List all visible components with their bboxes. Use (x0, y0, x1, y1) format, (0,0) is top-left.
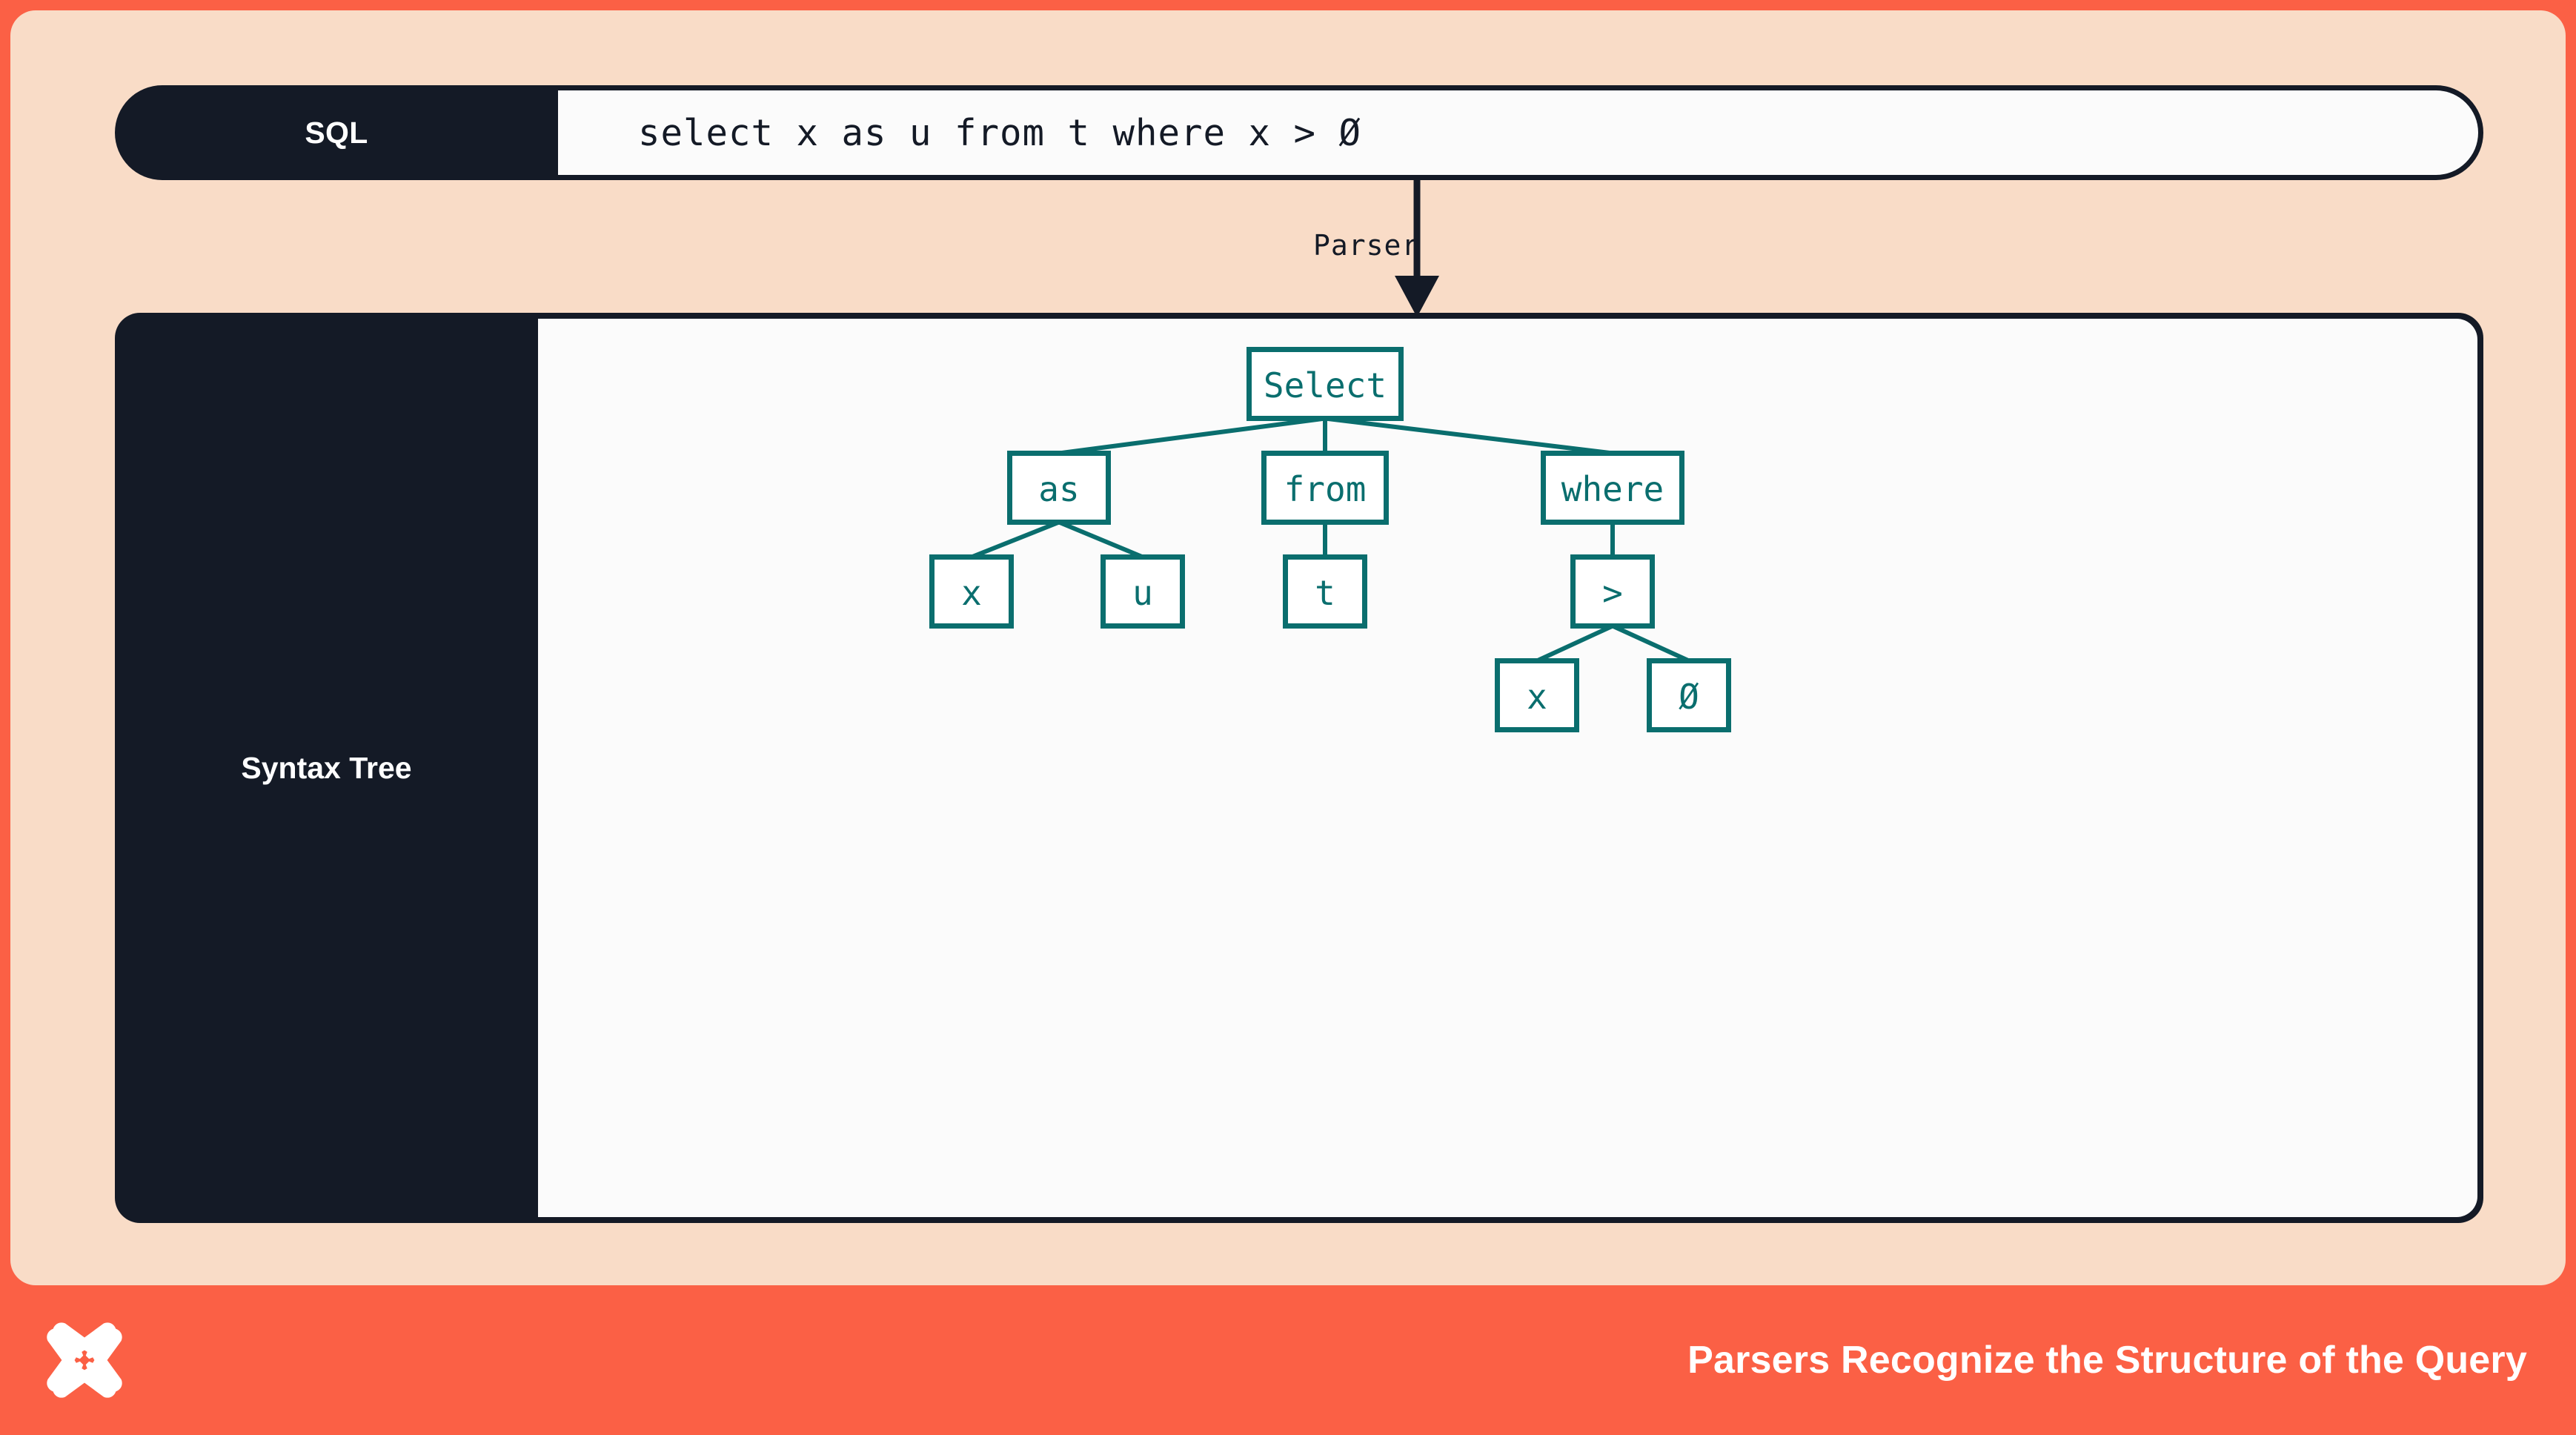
tree-node-box (929, 554, 1014, 629)
footer-tagline: Parsers Recognize the Structure of the Q… (1687, 1339, 2527, 1382)
footer-bar: Parsers Recognize the Structure of the Q… (0, 1285, 2576, 1435)
tree-node-t[interactable]: t (1283, 554, 1367, 629)
tree-node-box (1246, 347, 1404, 421)
tree-node-label: Ø (1679, 677, 1699, 717)
tree-node-x1[interactable]: x (929, 554, 1014, 629)
tree-edge (1058, 416, 1326, 456)
sql-row-label: SQL (305, 115, 368, 150)
tree-edge (1324, 416, 1613, 456)
parser-label: Parser (1313, 229, 1420, 262)
tree-node-box (1570, 554, 1655, 629)
tree-node-where[interactable]: where (1541, 451, 1684, 525)
tree-node-box (1647, 658, 1731, 732)
tree-node-box (1283, 554, 1367, 629)
sql-query-text: select x as u from t where x > Ø (638, 111, 1362, 154)
tree-node-as[interactable]: as (1007, 451, 1111, 525)
tree-node-label: as (1038, 469, 1079, 509)
tree-node-select[interactable]: Select (1246, 347, 1404, 421)
tree-edge (1058, 520, 1144, 560)
tree-node-box (1101, 554, 1185, 629)
sql-query-field[interactable]: select x as u from t where x > Ø (558, 90, 2478, 175)
tree-node-label: x (961, 573, 982, 613)
tree-edge (970, 520, 1060, 560)
tree-node-x2[interactable]: x (1495, 658, 1579, 732)
tree-node-label: where (1561, 469, 1664, 509)
tree-node-from[interactable]: from (1261, 451, 1389, 525)
tree-edge-group (970, 416, 1690, 663)
tree-node-u[interactable]: u (1101, 554, 1185, 629)
content-card: SQL select x as u from t where x > Ø Par… (10, 10, 2566, 1285)
butterfly-x-logo-icon[interactable] (39, 1314, 130, 1406)
tree-edge (1536, 623, 1614, 663)
tree-node-label: > (1602, 573, 1623, 613)
tree-node-label: from (1284, 469, 1367, 509)
tree-node-label: u (1132, 573, 1153, 613)
tree-node-label: Select (1264, 365, 1387, 405)
down-arrow-icon (1395, 179, 1439, 317)
tree-node-gt[interactable]: > (1570, 554, 1655, 629)
tree-node-label: t (1315, 573, 1335, 613)
syntax-tree-label: Syntax Tree (241, 750, 412, 785)
tree-node-box (1261, 451, 1389, 525)
tree-node-label: x (1527, 677, 1547, 717)
tree-edge (1611, 623, 1690, 663)
tree-node-zero[interactable]: Ø (1647, 658, 1731, 732)
tree-node-box (1541, 451, 1684, 525)
tree-node-box (1495, 658, 1579, 732)
sql-input-row: SQL select x as u from t where x > Ø (115, 85, 2483, 180)
tree-node-box (1007, 451, 1111, 525)
